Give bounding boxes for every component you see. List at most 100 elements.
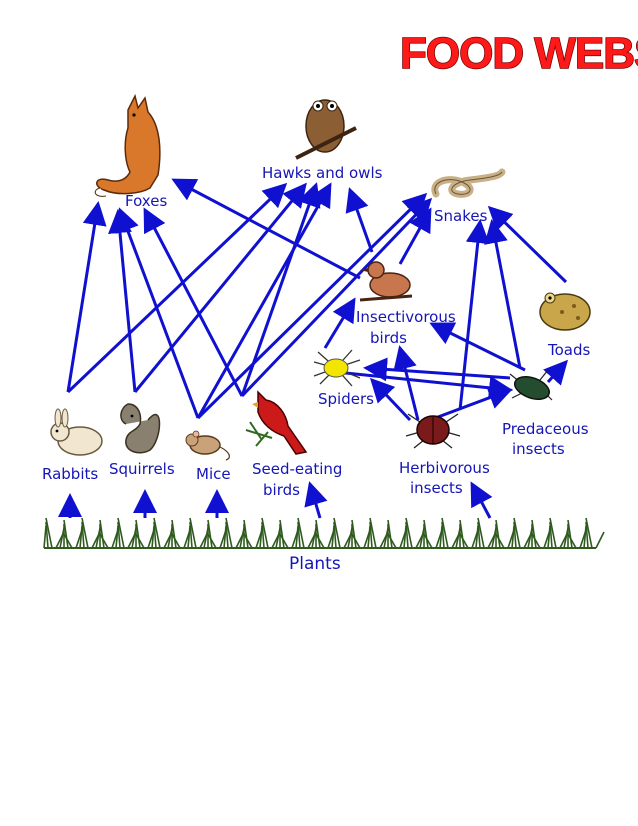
grass-blade [549, 517, 557, 549]
label-seed-eating-line1: Seed-eating [252, 460, 342, 478]
label-seed-eating-line2: birds [263, 481, 300, 499]
toad-icon [539, 292, 591, 331]
grass-blade [405, 521, 409, 549]
grass-blade [531, 519, 537, 549]
arrow-13 [240, 182, 321, 397]
grass-blade [261, 517, 269, 549]
label-toads: Toads [547, 341, 591, 359]
herbivorous-beetle-icon [405, 413, 461, 449]
grass-blade [475, 525, 479, 549]
grass-blade [63, 519, 69, 549]
grass-blade [279, 533, 289, 549]
arrow-20 [369, 377, 412, 422]
grass-blade [495, 519, 501, 549]
grass-blade [547, 525, 551, 549]
grass-blade [423, 533, 433, 549]
arrow-5 [66, 201, 107, 393]
label-spiders: Spiders [318, 390, 374, 408]
label-insectivorous-line1: Insectivorous [356, 308, 456, 326]
grass-blade [567, 533, 577, 549]
grass-blade [367, 525, 371, 549]
grass-blade [151, 525, 155, 549]
arrow-7 [108, 209, 137, 393]
arrow-11 [196, 192, 428, 420]
grass-blade [117, 517, 125, 549]
grass-blade [423, 519, 429, 549]
grass-blade [259, 525, 263, 549]
grass-blade [45, 517, 53, 549]
grass-blade [459, 519, 465, 549]
grass-blade [135, 533, 145, 549]
fox-icon [94, 93, 161, 197]
grass-blade [567, 519, 573, 549]
label-plants: Plants [289, 554, 341, 574]
grass-blade [243, 533, 253, 549]
grass-blade [261, 521, 265, 549]
arrow-25 [429, 322, 526, 372]
grass-blade [153, 521, 157, 549]
grass-blade [99, 519, 105, 549]
arrow-4 [470, 481, 493, 519]
grass-blade [243, 519, 249, 549]
label-predaceous-line1: Predaceous [502, 420, 589, 438]
grass-blade [477, 517, 485, 549]
grass-blade [595, 531, 605, 549]
grass-blade [297, 517, 305, 549]
grass-blade [333, 521, 337, 549]
grass-blade [459, 533, 469, 549]
grass-blade [81, 521, 85, 549]
grass-blade [189, 521, 193, 549]
grass-blade [99, 533, 109, 549]
grass-blade [81, 517, 89, 549]
label-insectivorous-line2: birds [370, 329, 407, 347]
insectivorous-bird-icon [359, 261, 413, 302]
spider-icon [313, 349, 361, 387]
arrow-15 [171, 178, 361, 280]
grass-blade [405, 517, 413, 549]
arrow-17 [398, 207, 432, 265]
arrow-18 [323, 297, 356, 349]
grass-blade [189, 517, 197, 549]
arrow-24 [363, 357, 511, 382]
grass-blade [369, 521, 373, 549]
grass-blade [351, 519, 357, 549]
label-herbivorous-line1: Herbivorous [399, 459, 490, 477]
grass-blade [403, 525, 407, 549]
grass-blade [297, 521, 301, 549]
label-foxes: Foxes [125, 192, 167, 210]
grass-blade [549, 521, 553, 549]
grass-blade [43, 525, 47, 549]
grass-blade [117, 521, 121, 549]
owl-icon [295, 99, 357, 160]
label-herbivorous-line2: insects [410, 479, 463, 497]
grass-blade [225, 517, 233, 549]
grass-blade [369, 517, 377, 549]
label-predaceous-line2: insects [512, 440, 565, 458]
label-hawks-and-owls: Hawks and owls [262, 164, 383, 182]
grass-blade [333, 517, 341, 549]
rabbit-icon [50, 408, 103, 456]
grass-blade [153, 517, 161, 549]
arrow-23 [458, 219, 490, 411]
grass-blade [63, 533, 73, 549]
arrows [58, 178, 569, 519]
grass-blade [387, 533, 397, 549]
grass-blade [585, 521, 589, 549]
grass-blade [171, 533, 181, 549]
arrow-28 [487, 205, 568, 284]
grass-blade [315, 519, 321, 549]
arrow-8 [133, 182, 307, 393]
arrow-9 [116, 207, 200, 419]
label-squirrels: Squirrels [109, 460, 175, 478]
grass-blade [295, 525, 299, 549]
grass-blade [207, 533, 217, 549]
arrow-27 [484, 219, 522, 369]
grass-blade [351, 533, 361, 549]
predaceous-beetle-icon [509, 369, 553, 401]
grass-blade [439, 525, 443, 549]
snake-icon [431, 168, 506, 198]
arrow-21 [393, 345, 420, 421]
grass-blade [477, 521, 481, 549]
arrow-3 [304, 481, 328, 519]
